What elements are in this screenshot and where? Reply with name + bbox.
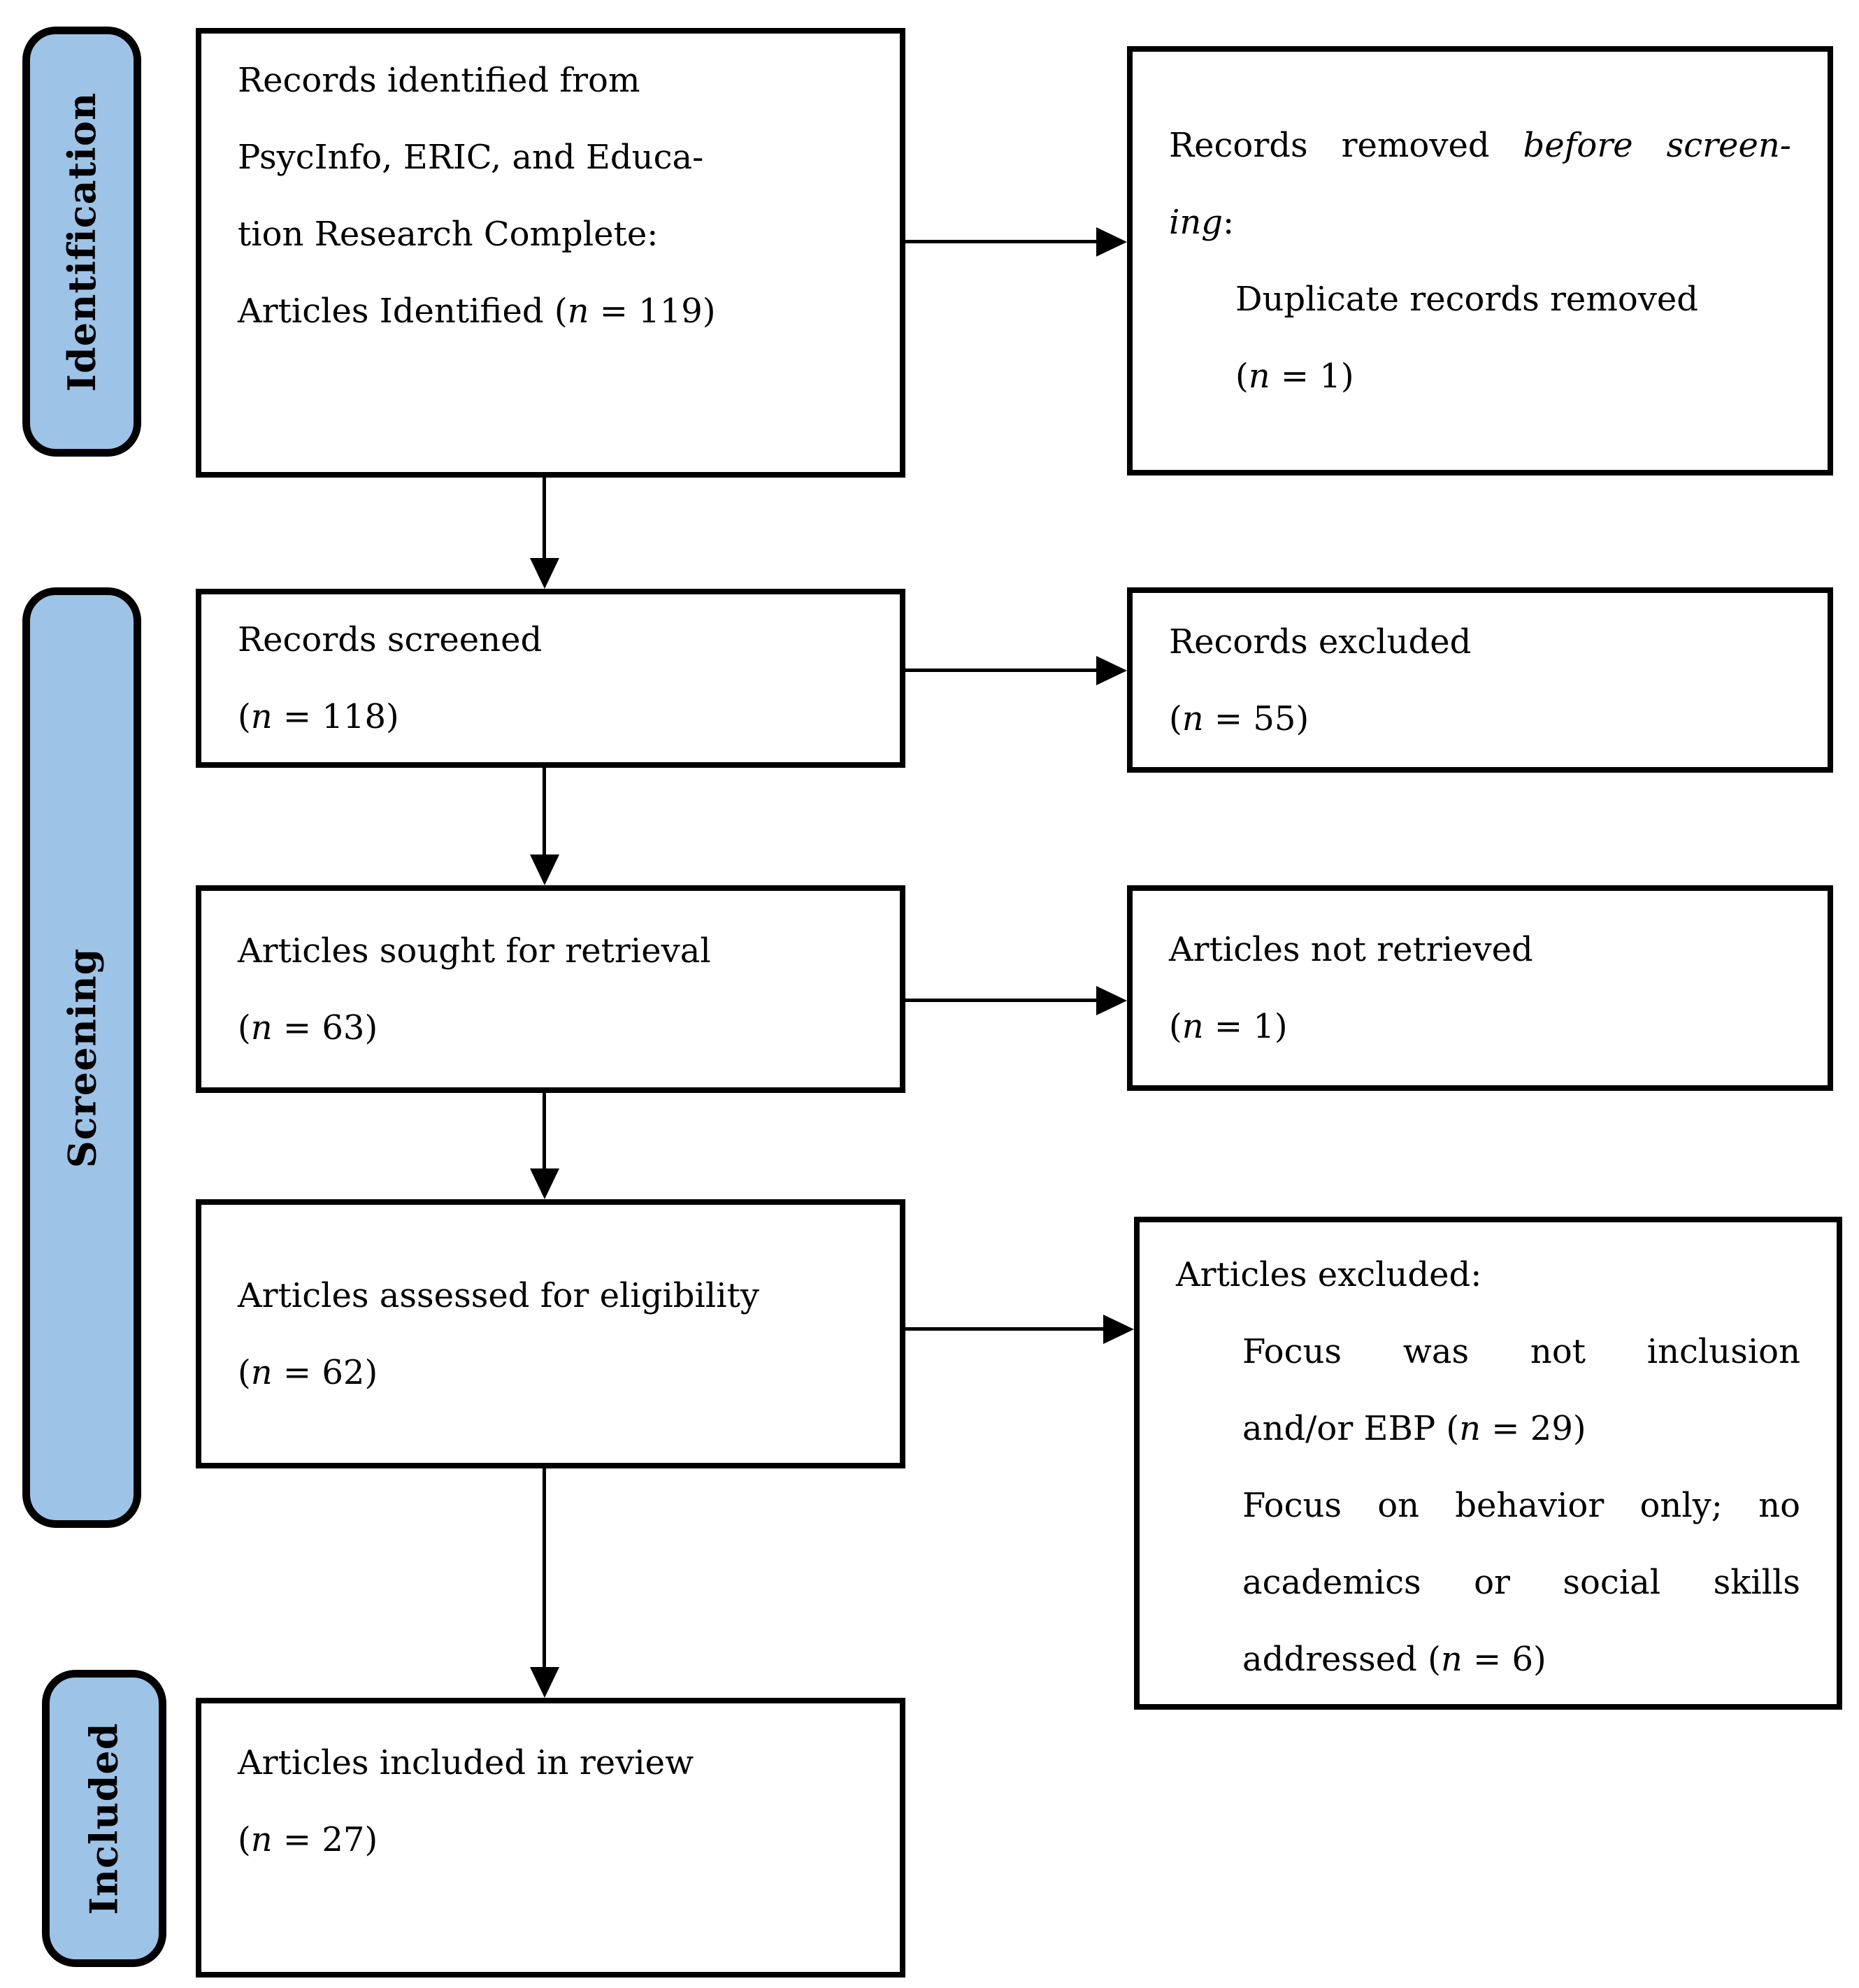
n-variable: n	[250, 1820, 273, 1859]
stage-identification: Identification	[22, 27, 141, 457]
stage-screening-label: Screening	[59, 947, 104, 1168]
exclusion-reason2-line1: Focus on behavior only; no	[1242, 1486, 1800, 1525]
box-articles-excluded: Articles excluded: Focus was not inclusi…	[1134, 1217, 1842, 1710]
n-variable: n	[250, 1008, 273, 1047]
count-prefix: (	[1169, 1007, 1182, 1046]
records-identified-line1: Records identified from	[238, 61, 640, 100]
arrow-screened-to-excluded	[905, 655, 1127, 685]
arrow-assessed-to-articles-excluded	[905, 1314, 1134, 1344]
stage-included-label: Included	[82, 1722, 127, 1915]
duplicates-removed-line: Duplicate records removed	[1235, 280, 1698, 319]
box-records-removed: Records removed before screen- ing: Dupl…	[1127, 46, 1833, 475]
arrow-identified-to-screened	[529, 478, 559, 589]
box-records-screened: Records screened (n = 118)	[196, 589, 905, 768]
records-identified-count-line: Articles Identified (n = 119)	[238, 273, 863, 350]
count-prefix: (	[1169, 699, 1182, 738]
count-suffix: = 118)	[272, 697, 399, 736]
count-suffix: = 1)	[1203, 1007, 1288, 1046]
count-suffix: = 29)	[1481, 1409, 1586, 1448]
records-identified-line3: tion Research Complete:	[238, 215, 659, 254]
count-prefix: addressed (	[1242, 1640, 1441, 1679]
stage-identification-label: Identification	[59, 92, 105, 392]
box-records-excluded: Records excluded (n = 55)	[1127, 587, 1833, 773]
count-prefix: Articles Identified (	[238, 292, 568, 331]
count-suffix: = 63)	[272, 1008, 378, 1047]
count-prefix: (	[238, 1820, 251, 1859]
arrow-identified-to-removed	[905, 227, 1127, 257]
count-prefix: (	[238, 697, 251, 736]
records-removed-line2: ing:	[1169, 184, 1791, 261]
articles-sought-count-line: (n = 63)	[238, 989, 863, 1066]
stage-screening: Screening	[22, 587, 141, 1528]
n-variable: n	[250, 1352, 273, 1392]
n-variable: n	[1182, 1007, 1204, 1046]
n-variable: n	[1459, 1409, 1481, 1448]
articles-included-title: Articles included in review	[238, 1743, 694, 1782]
n-variable: n	[567, 292, 589, 331]
box-articles-assessed: Articles assessed for eligibility (n = 6…	[196, 1199, 905, 1468]
exclusion-reason2-line2: academics or social skills	[1242, 1563, 1800, 1602]
count-prefix: (	[238, 1008, 251, 1047]
n-variable: n	[1440, 1640, 1463, 1679]
records-removed-line1: Records removed before screen-	[1169, 107, 1791, 184]
arrow-assessed-to-included	[529, 1468, 559, 1698]
exclusion-reason1-line1: Focus was not inclusion	[1242, 1332, 1800, 1371]
exclusion-reason1-line2: and/or EBP (n = 29)	[1242, 1390, 1800, 1467]
arrow-screened-to-sought	[529, 768, 559, 885]
before-screening-italic-cont: ing	[1169, 203, 1223, 242]
articles-assessed-title: Articles assessed for eligibility	[238, 1275, 759, 1315]
box-articles-included: Articles included in review (n = 27)	[196, 1698, 905, 1978]
articles-not-retrieved-title: Articles not retrieved	[1169, 930, 1533, 969]
articles-included-count-line: (n = 27)	[238, 1801, 863, 1878]
records-excluded-title: Records excluded	[1169, 622, 1472, 662]
box-articles-not-retrieved: Articles not retrieved (n = 1)	[1127, 885, 1833, 1091]
box-records-identified: Records identified from PsycInfo, ERIC, …	[196, 28, 905, 478]
n-variable: n	[1248, 357, 1270, 396]
colon: :	[1223, 203, 1235, 242]
count-suffix: = 1)	[1270, 357, 1354, 396]
count-suffix: = 119)	[589, 292, 716, 331]
articles-not-retrieved-count-line: (n = 1)	[1169, 988, 1791, 1065]
count-prefix: and/or EBP (	[1242, 1409, 1460, 1448]
exclusion-reason2-line3: addressed (n = 6)	[1242, 1621, 1800, 1698]
articles-excluded-title: Articles excluded:	[1176, 1255, 1482, 1294]
count-prefix: (	[238, 1352, 251, 1392]
arrow-sought-to-not-retrieved	[905, 985, 1127, 1015]
count-suffix: = 27)	[272, 1820, 378, 1859]
articles-assessed-count-line: (n = 62)	[238, 1334, 863, 1411]
arrow-sought-to-assessed	[529, 1093, 559, 1199]
records-screened-title: Records screened	[238, 620, 543, 659]
articles-sought-title: Articles sought for retrieval	[238, 931, 711, 971]
count-suffix: = 62)	[272, 1352, 378, 1392]
records-screened-count-line: (n = 118)	[238, 678, 863, 755]
records-removed-regular: Records removed	[1169, 126, 1523, 165]
stage-included: Included	[42, 1670, 166, 1967]
duplicates-removed-count-line: (n = 1)	[1235, 338, 1791, 415]
n-variable: n	[250, 697, 273, 736]
before-screening-italic: before screen-	[1523, 126, 1791, 165]
count-suffix: = 6)	[1462, 1640, 1546, 1679]
n-variable: n	[1182, 699, 1204, 738]
box-articles-sought: Articles sought for retrieval (n = 63)	[196, 885, 905, 1093]
records-excluded-count-line: (n = 55)	[1169, 680, 1791, 757]
records-identified-line2: PsycInfo, ERIC, and Educa-	[238, 138, 704, 177]
count-suffix: = 55)	[1203, 699, 1309, 738]
count-prefix: (	[1235, 357, 1249, 396]
